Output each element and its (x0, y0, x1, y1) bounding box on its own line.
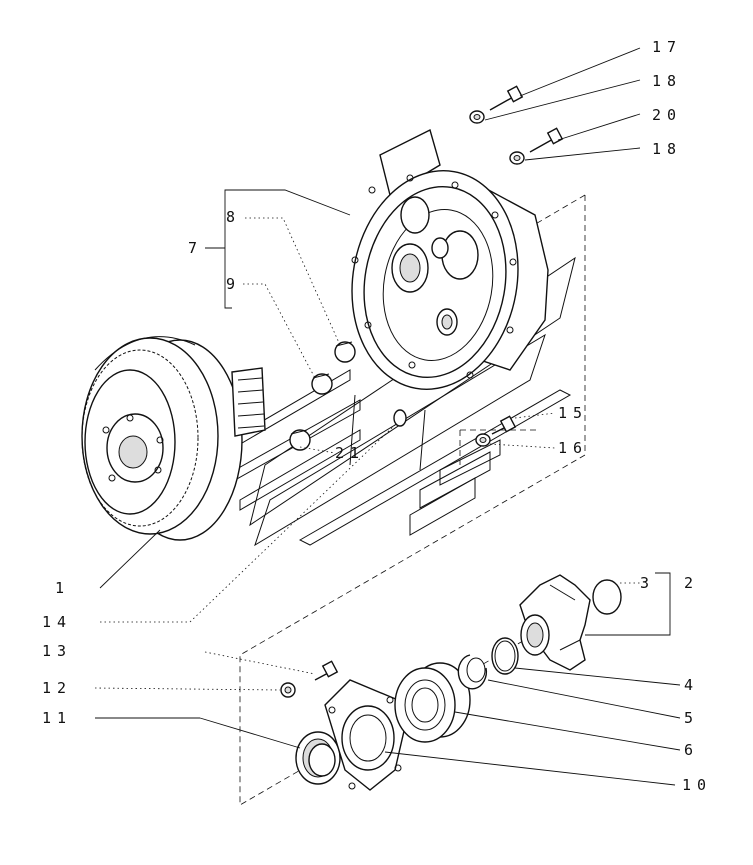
part-2-yoke (519, 574, 591, 671)
part-7-housing (351, 128, 549, 390)
part-3-ring (592, 579, 622, 615)
part-6-bearing (394, 662, 471, 743)
callout-11: 11 (42, 709, 72, 727)
callout-6: 6 (684, 741, 699, 759)
part-15-bolt (491, 415, 517, 435)
part-14-o-ring (393, 409, 407, 427)
callout-17: 17 (652, 38, 682, 56)
callout-15: 15 (558, 404, 588, 422)
callout-10: 10 (682, 776, 712, 794)
part-10-flange (324, 679, 411, 791)
part-20-bolt (529, 127, 564, 153)
callout-3: 3 (640, 574, 655, 592)
part-16-washer (475, 433, 491, 447)
callout-9: 9 (226, 275, 241, 293)
callout-18-lower: 18 (652, 140, 682, 158)
part-17-bolt (489, 85, 524, 111)
callout-20: 20 (652, 106, 682, 124)
callout-8: 8 (226, 208, 241, 226)
callout-4: 4 (684, 676, 699, 694)
callout-18-top: 18 (652, 72, 682, 90)
part-12-washer (280, 682, 296, 698)
callout-7: 7 (188, 239, 203, 257)
callout-16: 16 (558, 439, 588, 457)
callout-5: 5 (684, 709, 699, 727)
part-11-seal (295, 731, 341, 785)
callout-21: 21 (335, 444, 365, 462)
callout-14: 14 (42, 613, 72, 631)
part-5-snap-ring (457, 654, 488, 690)
callout-13: 13 (42, 642, 72, 660)
callout-2: 2 (684, 574, 699, 592)
part-13-bolt (314, 660, 339, 681)
part-21-plug (289, 429, 311, 451)
part-18-washer-top (469, 110, 485, 124)
callout-1: 1 (55, 579, 70, 597)
part-18-washer-lower (509, 151, 525, 165)
part-9-plug (311, 373, 333, 395)
callout-12: 12 (42, 679, 72, 697)
part-1-gear-drum (81, 336, 266, 541)
part-4-o-ring (491, 637, 519, 675)
leader-lines (94, 47, 681, 786)
part-8-plug (334, 341, 356, 363)
callout-labels: 17 18 20 18 7 8 9 21 15 16 1 14 13 12 11… (42, 38, 712, 794)
